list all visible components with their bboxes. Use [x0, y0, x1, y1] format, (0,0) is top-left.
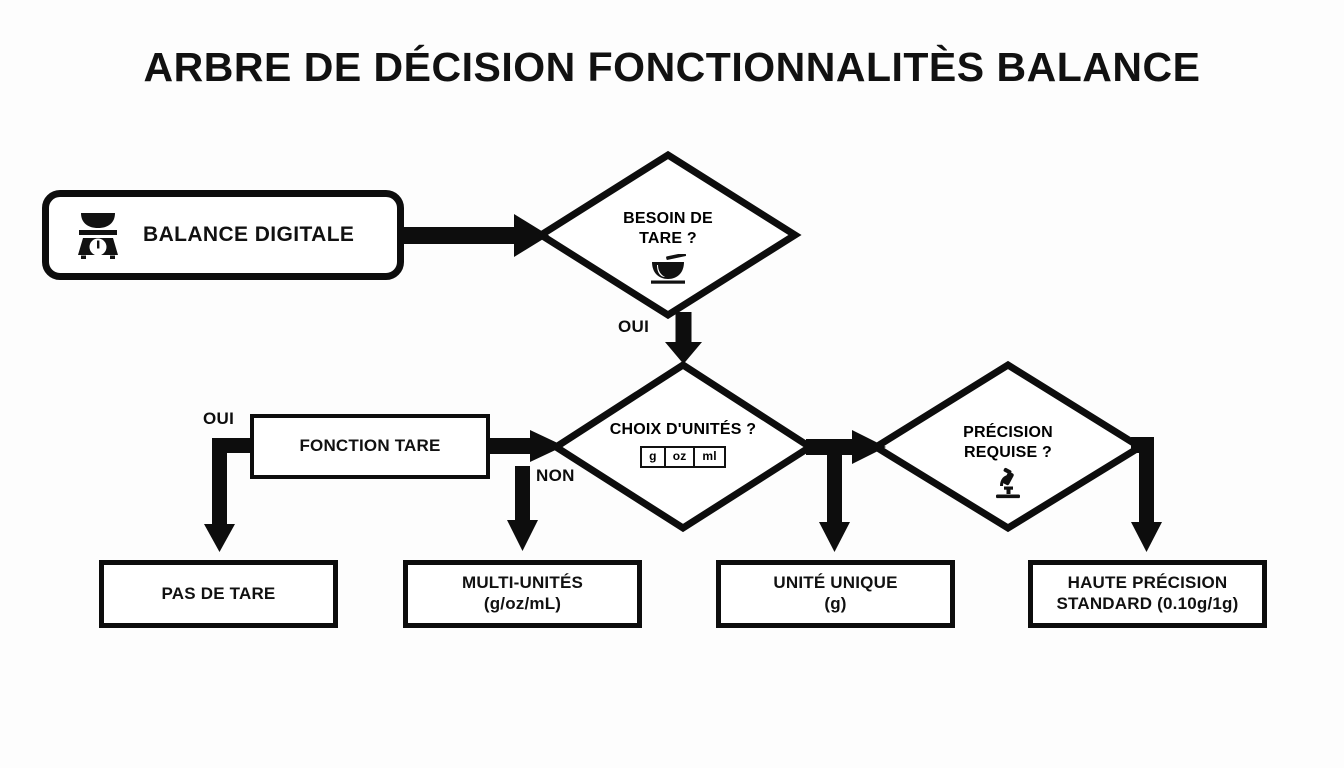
diamond-precision-requise[interactable]	[869, 360, 1147, 533]
node-unite-unique[interactable]: UNITÉ UNIQUE (g)	[716, 560, 955, 628]
arrow-fonction-tare-to-units	[487, 430, 564, 462]
arrow-non-to-multi-unites	[507, 466, 538, 551]
node-pas-de-tare[interactable]: PAS DE TARE	[99, 560, 338, 628]
node-unite-unique-line1: UNITÉ UNIQUE	[773, 573, 898, 593]
arrow-units-to-precision	[806, 430, 886, 464]
page-title: ARBRE DE DÉCISION FONCTIONNALITÈS BALANC…	[143, 44, 1201, 90]
node-unite-unique-line2: (g)	[824, 594, 847, 613]
kitchen-scale-icon	[75, 210, 121, 260]
arrow-to-haute-precision	[1131, 437, 1162, 552]
node-haute-precision-line2: STANDARD (0.10g/1g)	[1056, 594, 1239, 613]
node-balance-digitale[interactable]: BALANCE DIGITALE	[42, 190, 404, 280]
diamond-choix-unites[interactable]	[549, 360, 817, 533]
edge-label-tare-oui: OUI	[618, 317, 650, 336]
node-multi-unites-line2: (g/oz/mL)	[483, 594, 562, 613]
node-multi-unites-line1: MULTI-UNITÉS	[461, 573, 584, 593]
node-haute-precision[interactable]: HAUTE PRÉCISION STANDARD (0.10g/1g)	[1028, 560, 1267, 628]
diamond-besoin-de-tare[interactable]	[534, 150, 802, 320]
edge-label-fonction-non: NON	[536, 466, 575, 485]
arrow-start-to-tare	[404, 214, 549, 257]
edge-label-fonction-oui: OUI	[203, 409, 235, 428]
node-haute-precision-line1: HAUTE PRÉCISION	[1067, 573, 1228, 593]
node-fonction-tare[interactable]: FONCTION TARE	[250, 414, 490, 479]
node-balance-digitale-label: BALANCE DIGITALE	[143, 223, 355, 246]
node-fonction-tare-label: FONCTION TARE	[299, 436, 441, 456]
arrow-tare-oui-to-units	[665, 312, 702, 364]
arrow-to-unite-unique	[819, 455, 850, 552]
arrow-oui-to-pas-de-tare	[204, 438, 256, 552]
node-multi-unites[interactable]: MULTI-UNITÉS (g/oz/mL)	[403, 560, 642, 628]
node-pas-de-tare-line1: PAS DE TARE	[161, 583, 276, 603]
